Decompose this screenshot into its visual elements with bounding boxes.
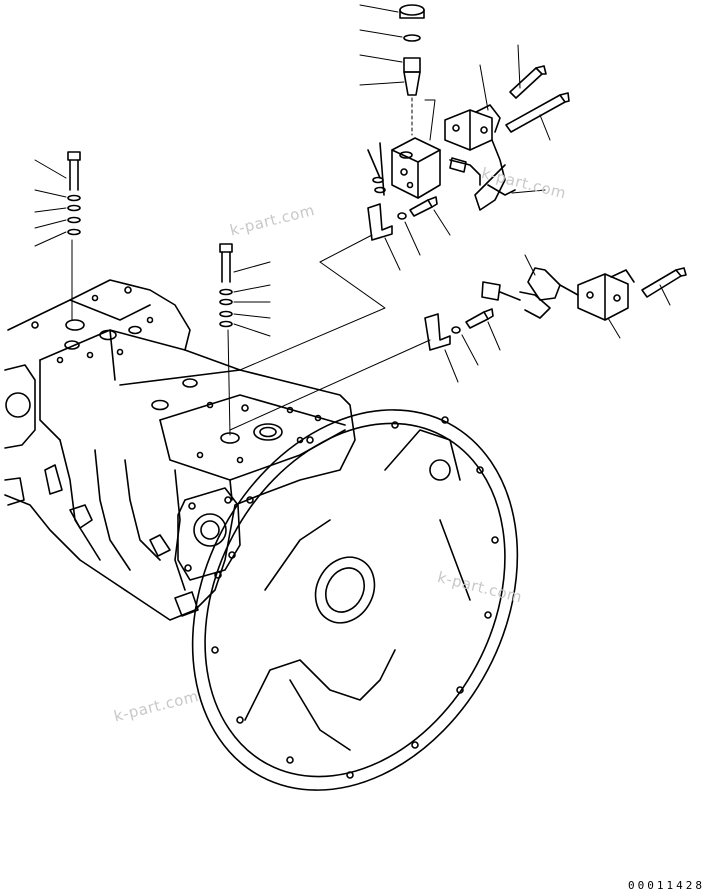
- bracket-upper: [367, 196, 451, 271]
- leader-lines: [229, 234, 431, 431]
- valve-assembly-top: [359, 4, 441, 199]
- hydraulic-pump: [4, 279, 356, 621]
- bracket-lower: [424, 308, 501, 383]
- drawing-code: 00011428: [628, 879, 705, 892]
- plug-stack-center: [219, 243, 271, 436]
- flywheel-housing: [191, 409, 519, 791]
- solenoid-valve-upper: [444, 44, 570, 211]
- plug-stack-left: [34, 151, 81, 321]
- solenoid-valve-lower: [481, 254, 687, 339]
